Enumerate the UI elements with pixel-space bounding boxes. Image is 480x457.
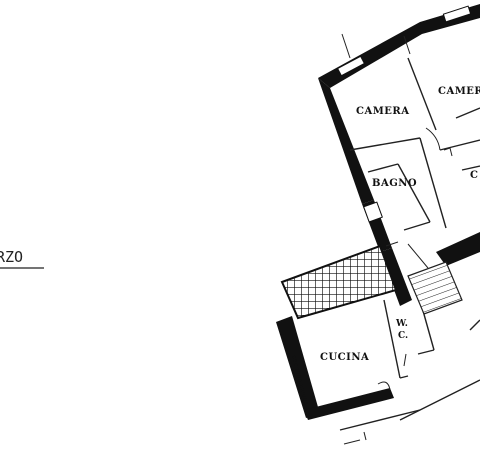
- room-label-bagno: BAGNO: [372, 178, 417, 189]
- floor-label: RZO: [0, 248, 23, 266]
- room-label-cucina: CUCINA: [320, 352, 369, 363]
- wc-label-line2: C.: [398, 331, 408, 341]
- room-label-camera-2: CAMER: [438, 86, 480, 97]
- interior-walls: [339, 57, 480, 431]
- windows: [336, 5, 472, 223]
- room-label-partial: C: [470, 170, 478, 181]
- staircase: [407, 261, 463, 315]
- cucina-wall-detail: [292, 355, 308, 405]
- wc-label-line1: W.: [395, 319, 408, 329]
- room-label-camera: CAMERA: [356, 106, 409, 117]
- balcony-grid: [280, 244, 398, 320]
- door-marks: [341, 33, 453, 445]
